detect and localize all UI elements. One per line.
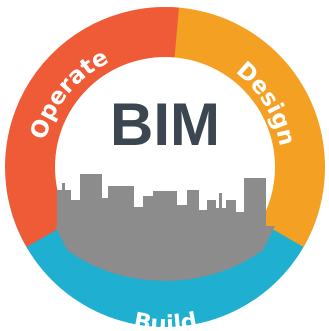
ring-segment-operate (4, 6, 179, 247)
stage-label-build-text: Build (132, 308, 200, 331)
center-title: BIM (110, 91, 220, 158)
stage-label-build: Build (132, 308, 200, 331)
ring-segment-build (6, 181, 320, 328)
city-skyline-icon (55, 174, 275, 281)
